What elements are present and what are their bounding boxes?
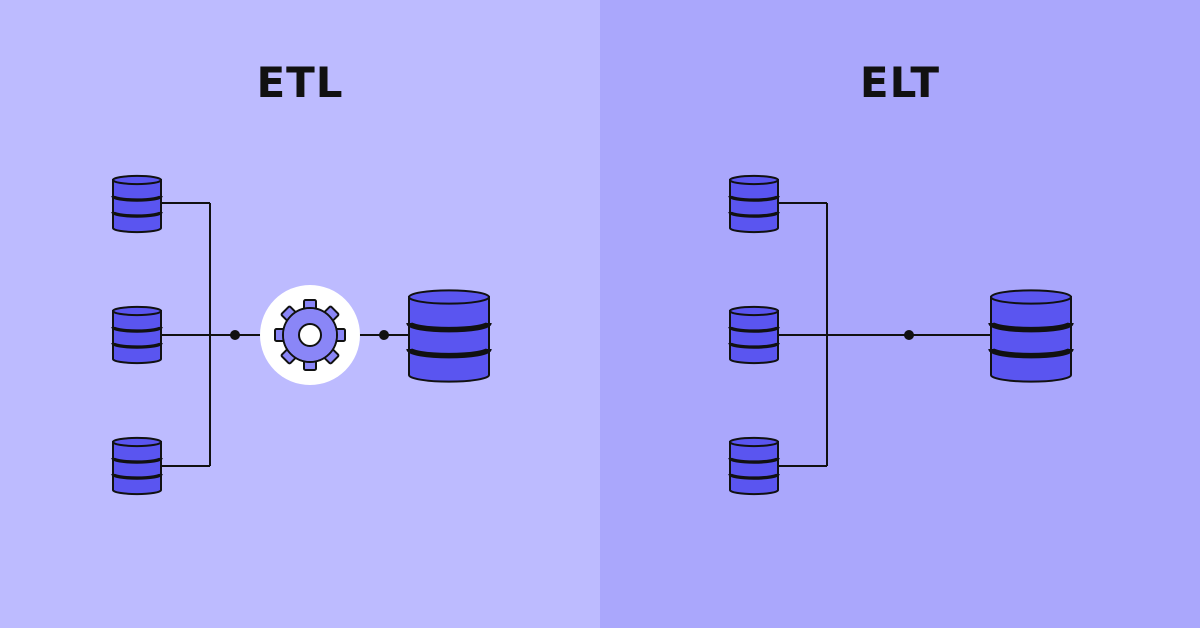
databases	[111, 174, 1074, 496]
elt-source-1-database-icon	[728, 174, 780, 234]
gear-icon	[274, 299, 346, 371]
elt-target-database-icon	[988, 289, 1074, 383]
elt-source-3-database-icon	[728, 436, 780, 496]
elt-title: ELT	[859, 58, 941, 107]
elt-junction-dot	[904, 330, 914, 340]
etl-transform-step	[260, 285, 360, 385]
etl-junction-dot-1	[230, 330, 240, 340]
etl-title: ETL	[256, 58, 344, 107]
etl-source-2-database-icon	[111, 305, 163, 365]
etl-source-1-database-icon	[111, 174, 163, 234]
etl-target-database-icon	[406, 289, 492, 383]
etl-junction-dot-2	[379, 330, 389, 340]
etl-source-3-database-icon	[111, 436, 163, 496]
elt-source-2-database-icon	[728, 305, 780, 365]
elt-connectors	[778, 202, 993, 467]
elt-panel: ELT	[600, 0, 1200, 628]
